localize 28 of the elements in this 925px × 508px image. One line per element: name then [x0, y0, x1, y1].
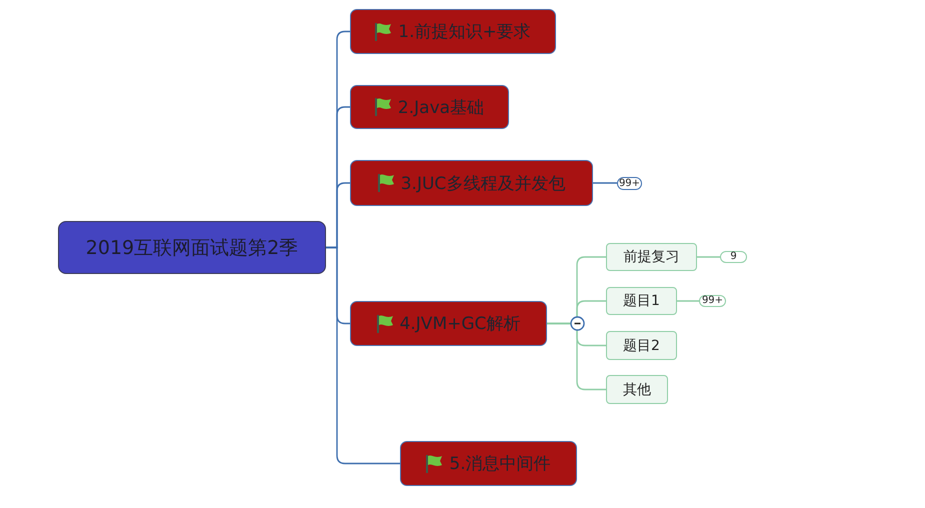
topic-box [400, 441, 577, 486]
central-topic-box [58, 221, 326, 274]
subtopic-box [606, 287, 677, 315]
topic-box [350, 301, 547, 346]
topic-box [350, 160, 593, 206]
topic-label: 前提复习 [624, 248, 680, 266]
topic-label: 题目1 [623, 292, 660, 310]
connector-line [326, 246, 400, 464]
topic-box [350, 85, 509, 129]
connector-line [697, 256, 720, 258]
connector-line [547, 322, 606, 390]
count-badge: 9 [720, 251, 747, 263]
topic-label: 2.Java基础 [398, 96, 484, 118]
count-badge: 99+ [699, 295, 726, 307]
subtopic-box [606, 243, 697, 271]
topic-label: 1.前提知识+要求 [398, 21, 531, 43]
subtopic-box [606, 331, 677, 360]
topic-label: 4.JVM+GC解析 [400, 313, 520, 335]
topic-label: 其他 [623, 380, 651, 398]
topic-label: 5.消息中间件 [449, 453, 551, 475]
connector-line [593, 182, 617, 184]
count-badge: 99+ [617, 177, 642, 190]
topic-label: 2019互联网面试题第2季 [86, 236, 298, 260]
topic-label: 题目2 [623, 336, 660, 354]
connector-line [677, 300, 699, 302]
subtopic-box [606, 375, 668, 404]
topic-label: 3.JUC多线程及并发包 [400, 172, 566, 194]
topic-box [350, 9, 556, 54]
